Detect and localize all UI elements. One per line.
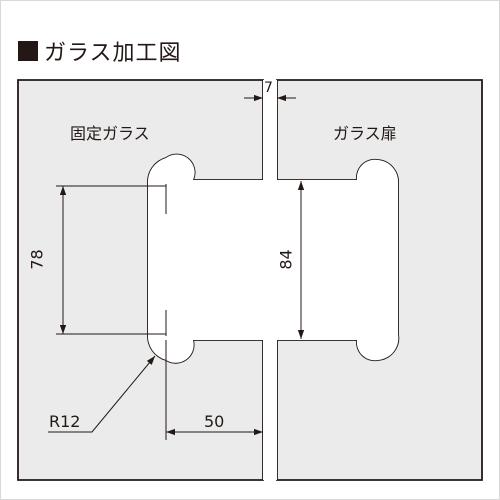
title-square-icon [18, 41, 38, 61]
cutout-region [147, 80, 399, 480]
glass-door-label: ガラス扉 [333, 124, 397, 143]
page-title: ガラス加工図 [44, 41, 182, 66]
radius-label: R12 [49, 412, 81, 431]
fixed-glass-label: 固定ガラス [70, 124, 150, 143]
cutout-height-label: 84 [276, 249, 296, 270]
title-block: ガラス加工図 [18, 36, 182, 66]
hole-spacing-label: 78 [27, 249, 47, 270]
gap-dimension-label: 7 [264, 80, 273, 96]
offset-label: 50 [204, 412, 225, 431]
radius-leader [48, 355, 156, 433]
